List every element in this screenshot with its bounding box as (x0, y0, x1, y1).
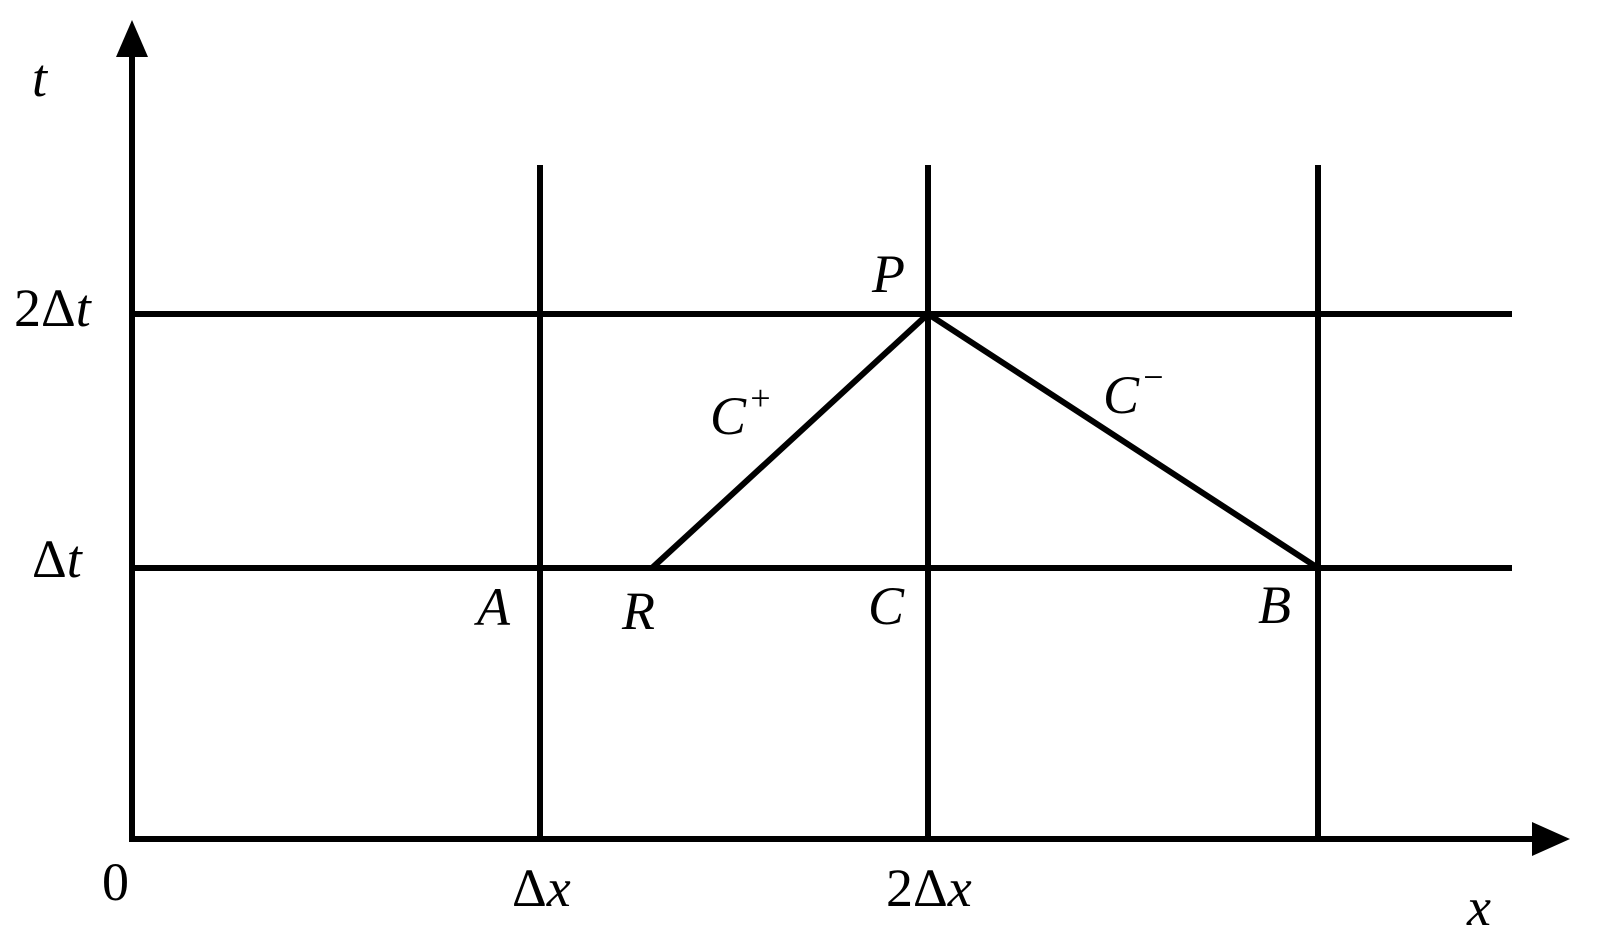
c-plus-label: C+ (710, 378, 772, 446)
point-label-a: A (474, 577, 511, 637)
point-label-c: C (868, 576, 905, 636)
tick-label-2dt: 2Δt (14, 278, 93, 338)
tick-label-dx: Δx (512, 858, 571, 918)
x-axis-label: x (1466, 877, 1491, 937)
t-axis-label: t (32, 48, 49, 108)
tick-label-dt: Δt (32, 529, 84, 589)
point-label-b: B (1258, 575, 1291, 635)
c-minus-label: C− (1103, 357, 1165, 425)
t-axis-arrowhead (116, 20, 148, 57)
point-label-p: P (871, 244, 905, 304)
point-label-r: R (621, 581, 655, 641)
c-plus-characteristic-line (649, 311, 931, 571)
tick-label-2dx: 2Δx (886, 858, 972, 918)
origin-label: 0 (102, 852, 129, 912)
x-axis-arrowhead (1532, 822, 1570, 856)
c-minus-characteristic-line (926, 311, 1320, 571)
